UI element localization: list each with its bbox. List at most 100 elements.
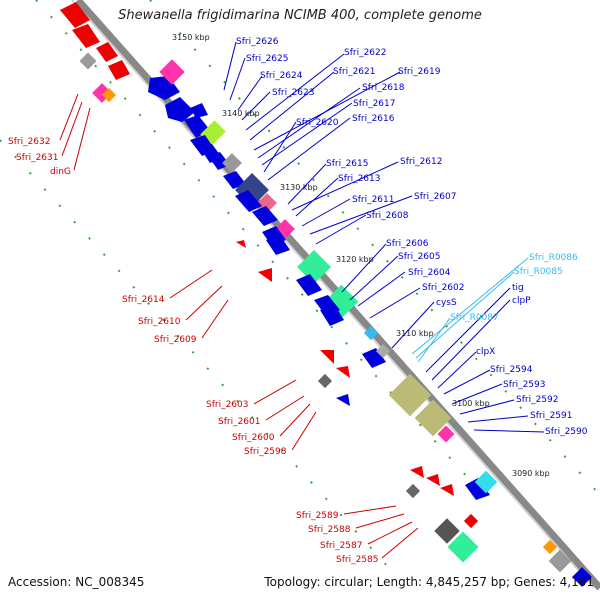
- gene-label[interactable]: Sfri_2607: [414, 192, 457, 202]
- outer-dotted-track: [149, 0, 600, 496]
- gene-block[interactable]: [72, 24, 100, 48]
- gene-label[interactable]: tig: [512, 283, 524, 293]
- gene-label[interactable]: Sfri_2601: [218, 417, 261, 427]
- gene-block[interactable]: [548, 549, 572, 573]
- gene-label[interactable]: Sfri_2587: [320, 541, 363, 551]
- gene-label[interactable]: Sfri_2591: [530, 411, 573, 421]
- gene-label[interactable]: Sfri_2620: [296, 118, 339, 128]
- gene-label[interactable]: Sfri_2608: [366, 211, 409, 221]
- gene-label[interactable]: Sfri_2611: [352, 195, 395, 205]
- gene-block[interactable]: [325, 284, 359, 318]
- gene-label[interactable]: Sfri_2616: [352, 114, 395, 124]
- gene-block[interactable]: [252, 206, 278, 226]
- gene-block[interactable]: [96, 42, 118, 62]
- scale-label: 3110 kbp: [396, 329, 434, 338]
- gene-label[interactable]: Sfri_2605: [398, 252, 441, 262]
- gene-label[interactable]: Sfri_2610: [138, 317, 181, 327]
- gene-label[interactable]: Sfri_2626: [236, 37, 279, 47]
- gene-block[interactable]: [235, 190, 262, 212]
- gene-block[interactable]: [236, 240, 246, 248]
- gene-block[interactable]: [320, 350, 334, 364]
- gene-label[interactable]: Sfri_2603: [206, 400, 249, 410]
- reverse-labels: Sfri_2632 Sfri_2631 dinG Sfri_2614 Sfri_…: [8, 93, 419, 565]
- gene-label[interactable]: Sfri_2618: [362, 83, 405, 93]
- gene-block[interactable]: [317, 373, 333, 389]
- forward-labels: Sfri_2626 Sfri_2625 Sfri_2624 Sfri_2623 …: [223, 37, 588, 437]
- rna-labels: Sfri_R0086 Sfri_R0085 Sfri_R0087: [411, 253, 578, 363]
- scale-label: 3150 kbp: [172, 33, 210, 42]
- gene-label[interactable]: Sfri_2614: [122, 295, 165, 305]
- gene-label[interactable]: Sfri_2632: [8, 137, 51, 147]
- gene-label[interactable]: dinG: [50, 167, 71, 177]
- gene-block[interactable]: [336, 394, 350, 406]
- gene-block[interactable]: [165, 97, 195, 122]
- gene-block[interactable]: [474, 470, 498, 494]
- gene-block[interactable]: [426, 474, 440, 486]
- gene-label[interactable]: Sfri_2631: [16, 153, 59, 163]
- reverse-gene-track: [60, 2, 479, 563]
- gene-block[interactable]: [336, 366, 350, 378]
- rna-label[interactable]: Sfri_R0085: [514, 267, 563, 277]
- gene-label[interactable]: Sfri_2606: [386, 239, 429, 249]
- gene-block[interactable]: [434, 518, 460, 544]
- far-inner-dotted-track: [0, 139, 401, 581]
- gene-label[interactable]: Sfri_2619: [398, 67, 441, 77]
- gene-label[interactable]: Sfri_2592: [516, 395, 559, 405]
- gene-label[interactable]: Sfri_2613: [338, 174, 381, 184]
- gene-label[interactable]: Sfri_2617: [353, 99, 396, 109]
- gene-label[interactable]: Sfri_2598: [244, 447, 287, 457]
- gene-label[interactable]: Sfri_2604: [408, 268, 451, 278]
- gene-label[interactable]: Sfri_2612: [400, 157, 443, 167]
- gene-block[interactable]: [542, 539, 558, 555]
- gene-block[interactable]: [222, 153, 242, 173]
- gene-label[interactable]: Sfri_2615: [326, 159, 369, 169]
- gene-block[interactable]: [79, 52, 97, 70]
- gene-label[interactable]: Sfri_2602: [422, 283, 465, 293]
- gene-label[interactable]: Sfri_2594: [490, 365, 533, 375]
- scale-label: 3140 kbp: [222, 109, 260, 118]
- gene-block[interactable]: [60, 2, 90, 28]
- gene-label[interactable]: Sfri_2589: [296, 511, 339, 521]
- gene-block[interactable]: [414, 399, 452, 437]
- gene-label[interactable]: Sfri_2625: [246, 54, 289, 64]
- gene-block[interactable]: [463, 513, 479, 529]
- gene-block[interactable]: [108, 60, 130, 80]
- gene-block[interactable]: [440, 484, 454, 496]
- gene-label[interactable]: Sfri_2624: [260, 71, 303, 81]
- gene-block[interactable]: [572, 567, 592, 587]
- gene-block[interactable]: [320, 304, 344, 326]
- map-title: Shewanella frigidimarina NCIMB 400, comp…: [118, 8, 482, 23]
- gene-label[interactable]: Sfri_2590: [545, 427, 588, 437]
- gene-block[interactable]: [190, 103, 208, 118]
- gene-label[interactable]: Sfri_2585: [336, 555, 379, 565]
- gene-block[interactable]: [223, 171, 246, 189]
- gene-block[interactable]: [405, 483, 421, 499]
- gene-label[interactable]: cysS: [436, 298, 457, 308]
- scale-label: 3130 kbp: [280, 183, 318, 192]
- gene-block[interactable]: [410, 466, 424, 478]
- gene-block[interactable]: [447, 531, 479, 563]
- gene-block[interactable]: [363, 325, 379, 341]
- gene-block[interactable]: [258, 268, 272, 282]
- gene-block[interactable]: [437, 425, 455, 443]
- gene-block[interactable]: [296, 274, 322, 296]
- gene-label[interactable]: clpX: [476, 347, 495, 357]
- rna-label[interactable]: Sfri_R0086: [529, 253, 578, 263]
- gene-label[interactable]: Sfri_2623: [272, 88, 315, 98]
- gene-label[interactable]: Sfri_2600: [232, 433, 275, 443]
- gene-block[interactable]: [388, 373, 432, 417]
- gene-block[interactable]: [362, 348, 386, 368]
- gene-label[interactable]: Sfri_2593: [503, 380, 546, 390]
- gene-label[interactable]: Sfri_2621: [333, 67, 376, 77]
- gene-block[interactable]: [266, 235, 290, 255]
- rna-label[interactable]: Sfri_R0087: [450, 313, 499, 323]
- gene-block[interactable]: [208, 152, 230, 170]
- gene-block[interactable]: [465, 478, 490, 500]
- gene-label[interactable]: Sfri_2622: [344, 48, 387, 58]
- gene-label[interactable]: clpP: [512, 296, 531, 306]
- scale-labels: 3150 kbp 3140 kbp 3130 kbp 3120 kbp 3110…: [172, 33, 550, 478]
- gene-label[interactable]: Sfri_2609: [154, 335, 197, 345]
- gene-label[interactable]: Sfri_2588: [308, 525, 351, 535]
- gene-block[interactable]: [375, 343, 391, 359]
